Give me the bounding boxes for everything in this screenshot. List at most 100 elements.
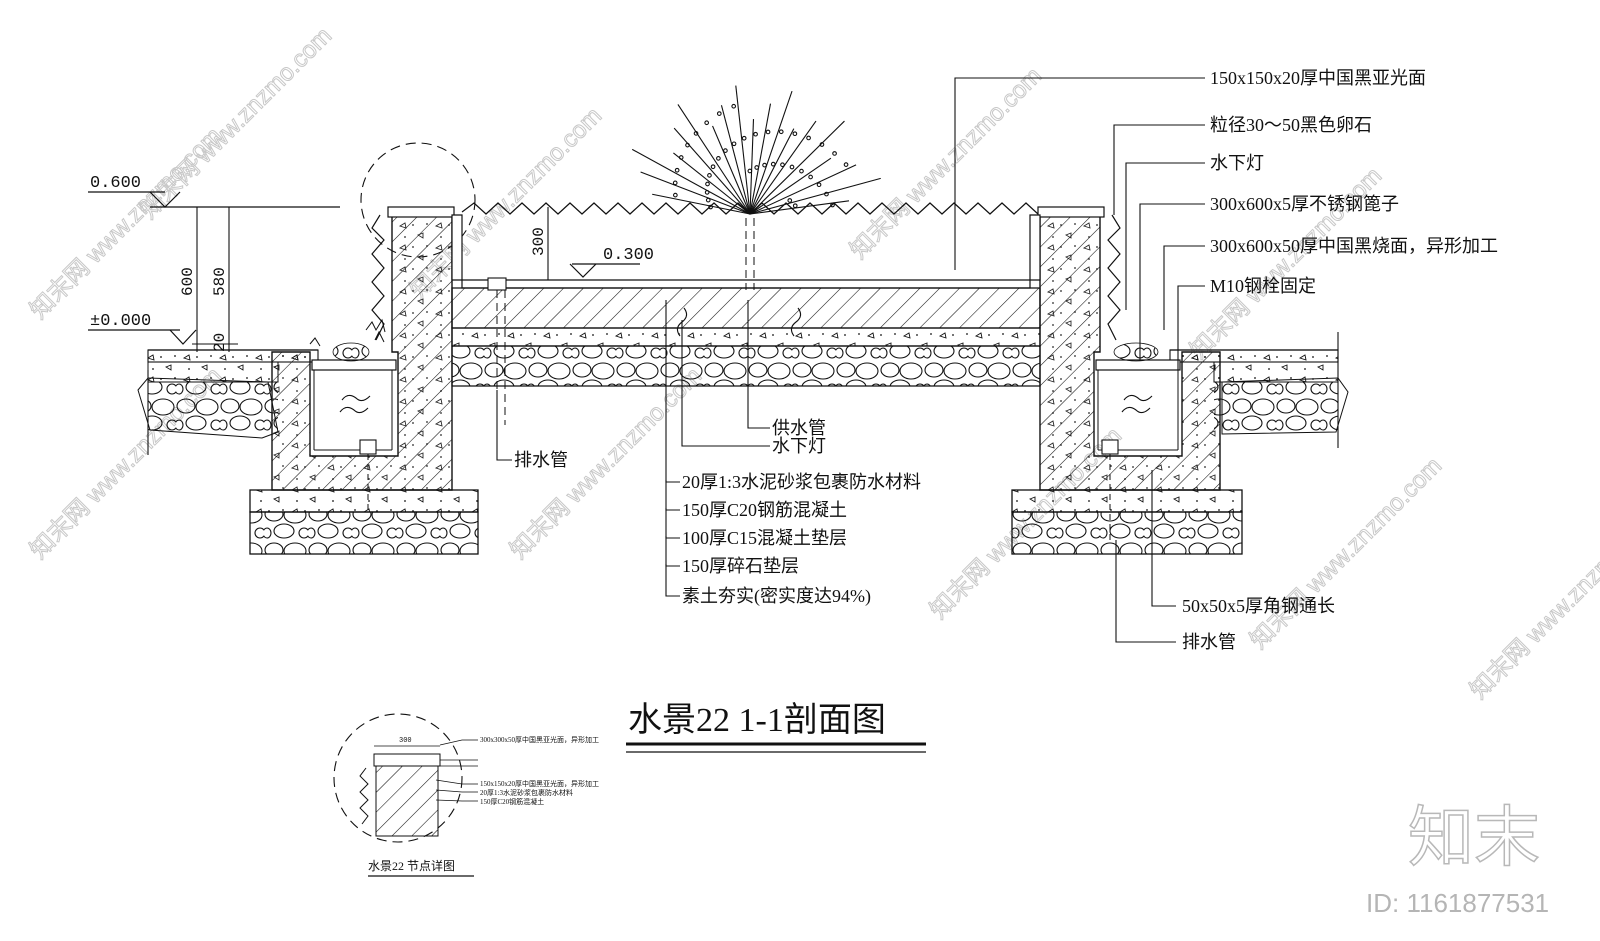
- detail-label: 20厚1:3水泥砂浆包裹防水材料: [480, 788, 573, 797]
- spray-line: [749, 157, 832, 215]
- detail-label: 150x150x20厚中国黑亚光面，异形加工: [480, 779, 599, 788]
- layer-labels: 20厚1:3水泥砂浆包裹防水材料 150厚C20钢筋混凝土 100厚C15混凝土…: [682, 472, 921, 607]
- detail-dim-300: 300: [399, 737, 412, 745]
- brand-watermark: 知末: [1408, 800, 1540, 874]
- spray-droplet: [693, 131, 699, 136]
- spray-droplet: [747, 168, 753, 174]
- spray-line: [749, 119, 755, 215]
- spray-line: [749, 90, 793, 215]
- detail-label-top: 300x300x50厚中国黑亚光面，异形加工: [480, 735, 599, 744]
- spray-line: [749, 120, 845, 215]
- layer-label: 150厚碎石垫层: [682, 556, 799, 576]
- spray-line: [631, 148, 751, 215]
- spray-droplet: [819, 142, 825, 147]
- label-pebbles: 粒径30～50黑色卵石: [1210, 115, 1372, 135]
- footing-left: [249, 489, 479, 555]
- dim-580: 580: [211, 267, 229, 296]
- spray-droplet: [808, 174, 813, 180]
- spray-droplet: [832, 151, 837, 156]
- site-watermark: 知末网 www.znzmo.com: [1465, 502, 1600, 704]
- spray-droplet: [705, 181, 710, 187]
- spray-line: [673, 127, 751, 215]
- spray-line: [673, 152, 751, 215]
- spray-droplet: [816, 182, 822, 188]
- site-watermark: 知末网 www.znzmo.com: [135, 22, 337, 224]
- left-wall: [271, 142, 476, 510]
- spray-droplet: [673, 192, 678, 198]
- label-grate: 300x600x5厚不锈钢篦子: [1210, 194, 1399, 214]
- spray-droplet: [792, 203, 798, 209]
- spray-droplet: [708, 204, 713, 210]
- spray-droplet: [787, 198, 793, 203]
- spray-droplet: [780, 162, 785, 168]
- spray-droplet: [799, 168, 804, 174]
- spray-droplet: [753, 131, 758, 137]
- spray-droplet: [762, 162, 767, 168]
- level-marker-ground: ±0.000: [88, 312, 197, 345]
- dim-600: 600: [179, 267, 197, 296]
- spray-droplet: [716, 111, 722, 116]
- spray-line: [735, 85, 751, 215]
- spray-droplet: [806, 135, 811, 141]
- pool-basin: [451, 214, 1041, 425]
- spray-line: [712, 125, 751, 215]
- site-watermark: 知末网 www.znzmo.com: [1245, 452, 1447, 654]
- leader-lines: [496, 77, 1205, 643]
- spray-line: [677, 104, 751, 215]
- spray-droplet: [672, 180, 678, 186]
- spray-line: [652, 193, 751, 215]
- spray-droplet: [741, 135, 747, 141]
- spray-droplet: [716, 156, 721, 161]
- detail-label: 150厚C20钢筋混凝土: [480, 797, 544, 806]
- label-light: 水下灯: [1210, 153, 1264, 173]
- detail-title: 水景22 节点详图: [368, 858, 455, 873]
- fountain-jet: [631, 85, 881, 215]
- spray-droplet: [674, 167, 680, 173]
- spray-line: [720, 105, 751, 215]
- right-labels: 150x150x20厚中国黑亚光面 粒径30～50黑色卵石 水下灯 300x60…: [1210, 68, 1498, 296]
- spray-droplet: [792, 131, 798, 137]
- spray-droplet: [731, 103, 737, 109]
- label-drain-pipe-left: 排水管: [514, 450, 568, 470]
- level-top-label: 0.600: [90, 174, 141, 193]
- site-watermark: 知末网 www.znzmo.com: [1185, 162, 1387, 364]
- spray-droplet: [731, 141, 737, 147]
- footing-right: [1011, 489, 1243, 555]
- dimension-lines: [192, 207, 549, 352]
- label-angle-steel: 50x50x5厚角钢通长: [1182, 596, 1335, 616]
- spray-droplet: [705, 197, 711, 203]
- spray-line: [640, 171, 751, 215]
- label-drain-pipe-right: 排水管: [1182, 632, 1236, 652]
- level-marker-water: 0.300: [569, 246, 654, 278]
- lower-right-labels: 50x50x5厚角钢通长 排水管: [1182, 596, 1335, 652]
- level-water-label: 0.300: [603, 246, 654, 265]
- spray-droplet: [778, 129, 784, 135]
- spray-line: [749, 103, 772, 215]
- label-granite-top: 150x150x20厚中国黑亚光面: [1210, 68, 1426, 88]
- right-wall: [1037, 206, 1221, 540]
- spray-line: [749, 177, 881, 215]
- dim-300: 300: [530, 227, 548, 256]
- spray-droplet: [843, 162, 849, 167]
- spray-droplet: [789, 164, 795, 170]
- level-ground-label: ±0.000: [90, 312, 151, 331]
- spray-droplet: [678, 155, 684, 160]
- spray-line: [749, 128, 795, 215]
- spray-droplet: [723, 148, 728, 153]
- spray-droplet: [770, 161, 776, 167]
- label-coping: 300x600x50厚中国黑烧面，异形加工: [1210, 236, 1498, 256]
- spray-droplet: [707, 173, 712, 178]
- ground-left: [137, 349, 319, 455]
- drawing-title-block: 水景22 1-1剖面图: [626, 701, 926, 753]
- label-supply-pipe: 供水管: [772, 418, 826, 438]
- node-detail: 300 300x300x50厚中国黑亚光面，异形加工 150x150x20厚中国…: [333, 713, 599, 877]
- spray-droplet: [754, 165, 760, 170]
- layer-label: 20厚1:3水泥砂浆包裹防水材料: [682, 472, 921, 492]
- spray-line: [749, 120, 817, 215]
- site-watermark: 知末网 www.znzmo.com: [845, 62, 1047, 264]
- spray-line: [749, 164, 857, 215]
- layer-label: 150厚C20钢筋混凝土: [682, 500, 847, 520]
- drawing-title: 水景22 1-1剖面图: [628, 701, 886, 739]
